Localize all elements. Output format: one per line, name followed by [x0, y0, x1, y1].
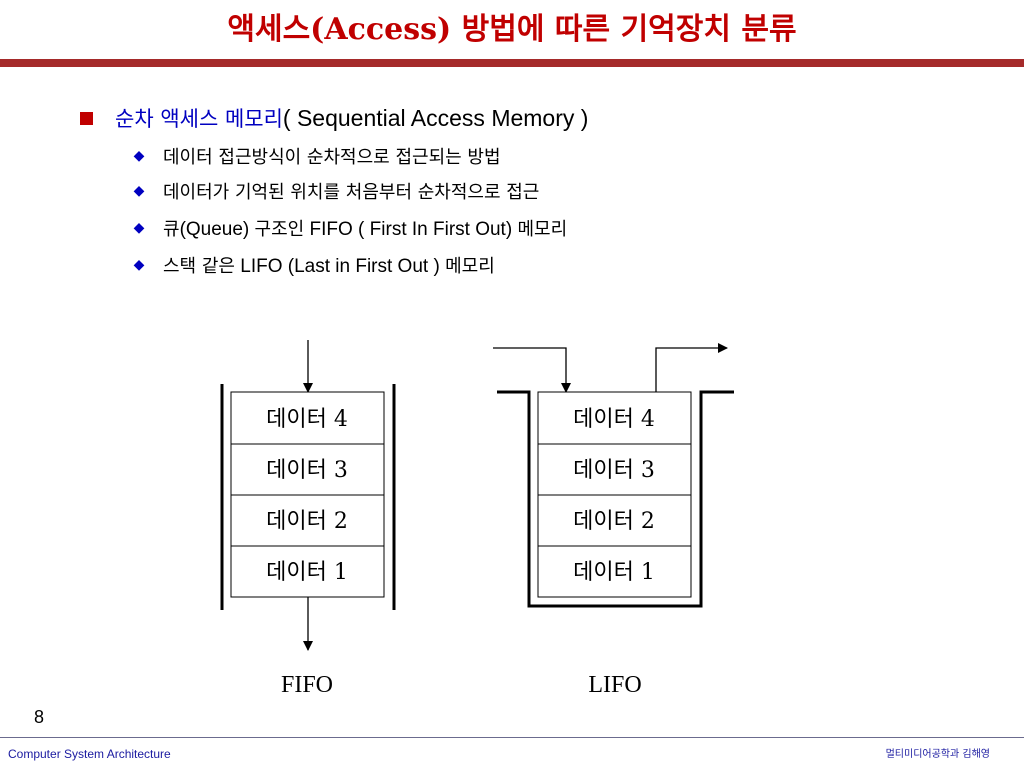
sub-bullet-2: ◆ 데이터가 기억된 위치를 처음부터 순차적으로 접근	[133, 174, 540, 208]
sub-bullet-text: 스택 같은 LIFO (Last in First Out ) 메모리	[163, 252, 495, 278]
lifo-cell-label: 데이터 3	[573, 458, 655, 483]
bullet-main-korean: 순차 액세스 메모리	[115, 107, 283, 131]
text-fragment: 스택 같은	[163, 256, 235, 277]
sub-bullet-1: ◆ 데이터 접근방식이 순차적으로 접근되는 방법	[133, 139, 501, 173]
lifo-cell-label: 데이터 4	[573, 407, 655, 432]
page-number: 8	[34, 707, 45, 727]
text-fragment: 구조인	[254, 219, 305, 240]
lifo-cell-label: 데이터 2	[573, 509, 655, 534]
slide-title: 액세스(Access) 방법에 따른 기억장치 분류	[227, 12, 797, 47]
sub-bullet-4: ◆ 스택 같은 LIFO (Last in First Out ) 메모리	[133, 248, 495, 282]
text-fragment: (Queue)	[179, 219, 255, 240]
sub-bullet-text: 데이터가 기억된 위치를 처음부터 순차적으로 접근	[163, 182, 540, 203]
lifo-cell-label: 데이터 1	[573, 560, 655, 585]
lifo-push-arrow	[493, 347, 571, 393]
diamond-bullet-icon: ◆	[133, 257, 145, 273]
title-rule	[0, 59, 1024, 67]
fifo-structure: 데이터 4 데이터 3 데이터 2 데이터 1 FIFO	[220, 340, 396, 698]
lifo-pop-arrow	[655, 343, 728, 392]
fifo-cell-label: 데이터 1	[266, 560, 348, 585]
fifo-cell	[230, 545, 385, 598]
fifo-cell-label: 데이터 4	[266, 407, 348, 432]
sub-bullet-3: ◆ 큐(Queue) 구조인 FIFO ( First In First Out…	[133, 211, 568, 245]
diamond-bullet-icon: ◆	[133, 220, 145, 236]
fifo-caption: FIFO	[281, 672, 333, 698]
text-fragment: LIFO (Last in First Out )	[234, 256, 446, 277]
diamond-bullet-icon: ◆	[133, 183, 145, 199]
sub-bullet-text: 큐(Queue) 구조인 FIFO ( First In First Out) …	[163, 215, 567, 241]
square-bullet-icon	[80, 111, 93, 125]
footer-rule	[0, 737, 1024, 738]
fifo-cell	[230, 443, 385, 496]
lifo-structure: 데이터 4 데이터 3 데이터 2 데이터 1 LIFO	[493, 343, 734, 698]
lifo-container	[497, 390, 734, 608]
lifo-caption: LIFO	[588, 672, 641, 698]
diamond-bullet-icon: ◆	[133, 148, 145, 164]
text-fragment: FIFO ( First In First Out)	[304, 219, 518, 240]
text-fragment: 큐	[163, 219, 180, 240]
fifo-cell	[230, 391, 385, 445]
fifo-cell-label: 데이터 3	[266, 458, 348, 483]
bullet-main-english: ( Sequential Access Memory )	[282, 104, 589, 131]
text-fragment: 메모리	[517, 219, 568, 240]
sub-bullet-text: 데이터 접근방식이 순차적으로 접근되는 방법	[163, 147, 501, 168]
bullet-sequential-access: 순차 액세스 메모리 ( Sequential Access Memory )	[80, 100, 588, 136]
footer-author: 멀티미디어공학과 김해영	[885, 749, 990, 760]
footer-course-title: Computer System Architecture	[8, 747, 171, 761]
lifo-cell	[537, 391, 692, 445]
lifo-cell	[537, 443, 692, 496]
fifo-cell-label: 데이터 2	[266, 509, 348, 534]
lifo-cell	[537, 545, 692, 598]
text-fragment: 메모리	[445, 256, 495, 277]
